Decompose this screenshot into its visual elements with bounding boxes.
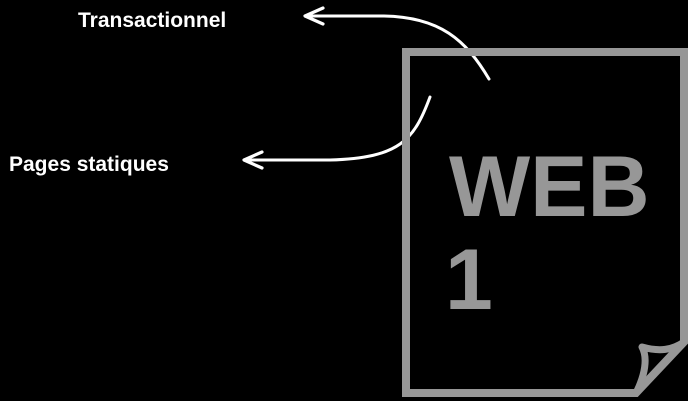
document-title-web: WEB (449, 139, 650, 235)
document-outline (402, 48, 688, 397)
web1-document: WEB 1 (402, 48, 688, 397)
arrow-to-pages-statiques-line (244, 95, 432, 162)
label-pages-statiques: Pages statiques (9, 153, 169, 176)
arrow-to-pages-statiques (242, 95, 432, 170)
document-page-curl (632, 338, 688, 397)
label-transactionnel: Transactionnel (78, 9, 226, 32)
arrow-to-transactionnel-head (303, 6, 325, 26)
arrow-to-transactionnel-line (305, 14, 491, 81)
arrow-to-pages-statiques-head (242, 150, 264, 170)
arrow-to-transactionnel (303, 6, 491, 81)
document-title-number: 1 (445, 232, 493, 328)
